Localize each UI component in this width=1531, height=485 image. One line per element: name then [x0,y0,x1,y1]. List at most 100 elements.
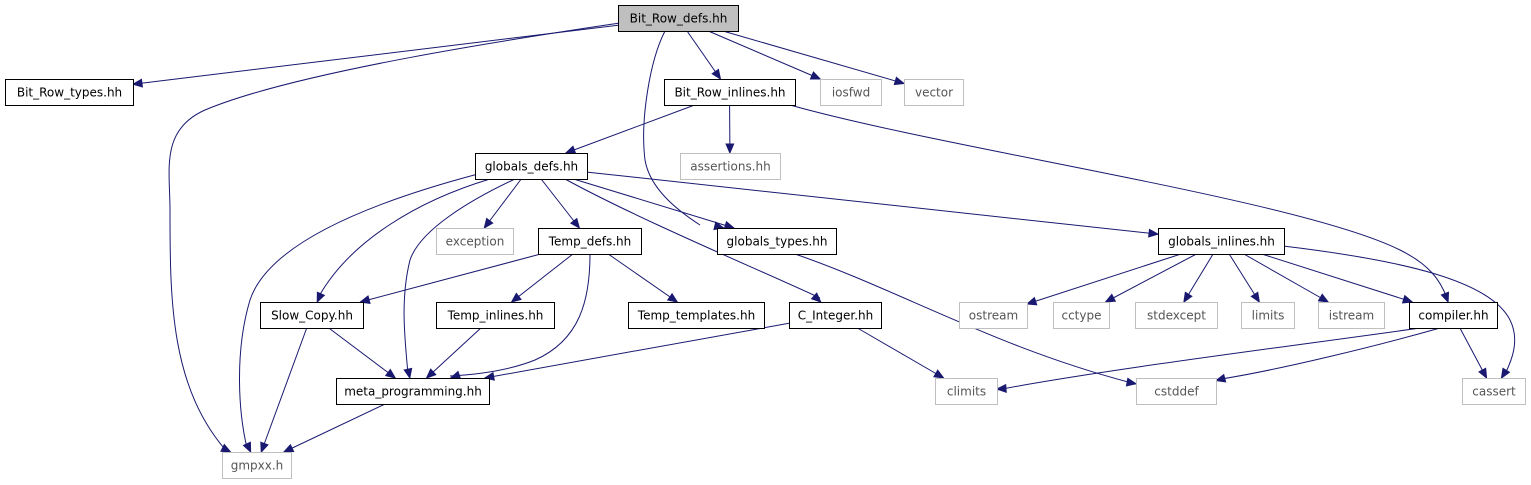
arrowhead [316,291,326,304]
edge-globals-defs-to-exception [483,178,522,230]
edge-globals-inlines-to-ostream [1025,253,1182,306]
node-box [222,452,292,479]
node-cstddef: cstddef [1136,378,1217,405]
edge-bit-row-defs-to-iosfwd [708,30,822,80]
node-temp-defs[interactable]: Temp_defs.hh [538,228,642,255]
node-globals-inlines[interactable]: globals_inlines.hh [1158,228,1285,255]
arrowhead [666,292,679,303]
edge-globals-types-to-cstddef [794,253,1141,387]
node-assertions: assertions.hh [680,153,781,180]
edge-globals-defs-to-slow-copy [316,178,491,304]
node-box [336,378,490,405]
edge-globals-defs-to-globals-inlines [586,171,1160,238]
arrowhead [1500,367,1511,380]
node-compiler[interactable]: compiler.hh [1409,302,1498,329]
arrowhead [510,292,522,303]
node-box [628,302,765,329]
arrowhead [242,441,252,454]
edge-temp-defs-to-temp-inlines [510,253,574,303]
node-c-integer[interactable]: C_Integer.hh [789,302,882,329]
node-label: Temp_templates.hh [637,309,755,323]
edge-bit-row-defs-to-bit-row-types [131,24,619,88]
edge-globals-defs-to-c-integer [564,178,822,303]
arrowhead [711,68,722,81]
node-globals-types[interactable]: globals_types.hh [717,228,837,255]
arrowhead [1440,291,1450,304]
node-label: cassert [1472,385,1516,399]
node-bit-row-defs[interactable]: Bit_Row_defs.hh [618,5,739,32]
node-label: istream [1329,309,1374,323]
edge-bit-row-inlines-to-globals-defs [564,104,695,154]
node-box [1462,378,1526,405]
node-box [260,302,364,329]
node-temp-inlines[interactable]: Temp_inlines.hh [436,302,555,329]
edge-globals-inlines-to-cassert [1282,245,1516,380]
edge-globals-inlines-to-limits [1228,253,1261,304]
edge-globals-defs-to-temp-defs [540,178,581,230]
node-limits: limits [1241,302,1295,329]
edge-temp-inlines-to-meta-programming [425,327,482,379]
edge-globals-inlines-to-compiler [1261,253,1414,304]
node-box [935,378,998,405]
arrowhead [1401,294,1414,304]
node-box [5,79,134,106]
edges-layer [131,22,1516,456]
arrowhead [131,78,143,88]
node-label: globals_inlines.hh [1168,235,1275,249]
node-globals-defs[interactable]: globals_defs.hh [475,153,588,180]
edge-globals-defs-to-gmpxx [239,173,479,454]
arrowhead [933,369,945,379]
node-box [436,302,555,329]
node-temp-templates[interactable]: Temp_templates.hh [628,302,765,329]
node-label: Temp_inlines.hh [447,309,544,323]
node-ostream: ostream [959,302,1028,329]
node-label: C_Integer.hh [798,309,873,323]
node-box [1135,302,1218,329]
node-box [789,302,882,329]
node-label: exception [446,235,505,249]
edge-globals-inlines-to-istream [1243,253,1330,303]
node-stdexcept: stdexcept [1135,302,1218,329]
node-box [1318,302,1385,329]
node-label: vector [915,86,953,100]
edge-compiler-to-cstddef [1214,327,1441,383]
edge-compiler-to-cassert [1459,327,1488,380]
edge-c-integer-to-climits [857,327,945,379]
arrowhead [725,143,735,155]
node-bit-row-types[interactable]: Bit_Row_types.hh [5,79,134,106]
arrowhead [564,145,577,154]
arrowhead [384,368,397,379]
edge-meta-programming-to-gmpxx [282,403,386,453]
edge-globals-inlines-to-stdexcept [1183,253,1214,304]
arrowhead [1478,367,1488,380]
edge-temp-defs-to-temp-templates [607,253,679,303]
edge-globals-defs-to-globals-types [573,178,736,230]
edge-globals-inlines-to-cctype [1104,253,1197,303]
node-label: Bit_Row_defs.hh [630,12,728,26]
node-vector: vector [904,79,964,106]
node-slow-copy[interactable]: Slow_Copy.hh [260,302,364,329]
edge-slow-copy-to-meta-programming [328,327,397,379]
node-box [1241,302,1295,329]
arrowhead [1250,291,1261,304]
node-cassert: cassert [1462,378,1526,405]
arrowhead [809,71,822,80]
node-box [475,153,588,180]
arrowhead [220,443,232,453]
node-label: gmpxx.h [231,459,284,473]
edge-temp-defs-to-slow-copy [359,253,541,304]
node-bit-row-inlines[interactable]: Bit_Row_inlines.hh [664,79,796,106]
node-box [664,79,796,106]
node-label: cstddef [1154,385,1199,399]
node-label: globals_defs.hh [485,160,578,174]
node-cctype: cctype [1053,302,1110,329]
arrowhead [569,217,581,230]
node-meta-programming[interactable]: meta_programming.hh [336,378,490,405]
node-box [904,79,964,106]
edge-slow-copy-to-gmpxx [260,327,308,454]
arrowhead [893,76,906,86]
node-label: ostream [969,309,1018,323]
node-label: assertions.hh [690,160,770,174]
